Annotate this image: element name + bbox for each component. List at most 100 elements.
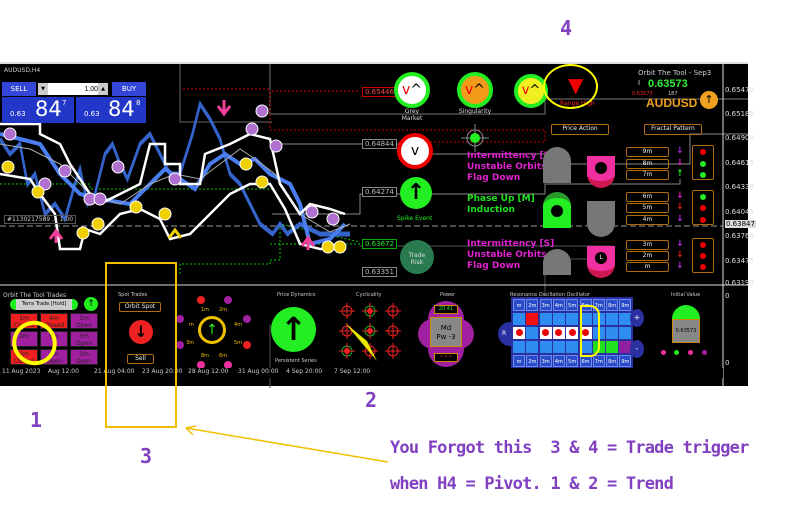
oscillator-cell[interactable] [579, 313, 592, 325]
orbit-spot-button[interactable]: Orbit Spot [119, 302, 161, 312]
price-action-button[interactable]: Price Action [551, 124, 609, 135]
trend-arrow-icon: ↓ [676, 191, 684, 201]
dot-box [692, 190, 714, 225]
timeframe-box[interactable]: 5m [626, 203, 669, 213]
trend-arrow-icon: ↓ [676, 261, 684, 271]
spike-event-icon[interactable]: ↑ [400, 177, 432, 209]
sell-spot-button[interactable]: Sell [127, 354, 154, 364]
oscillator-cell[interactable] [619, 327, 632, 339]
dial-dot [224, 296, 232, 304]
timeframe-box[interactable]: 4m [626, 215, 669, 225]
timeframe-box[interactable]: 3m [626, 240, 669, 250]
oscillator-column-label: 2m [526, 355, 539, 367]
oscillator-cell[interactable] [579, 327, 592, 339]
oscillator-cell[interactable] [606, 327, 619, 339]
subwindow-axis-label: 0 [725, 359, 730, 367]
oscillator-cell[interactable] [513, 313, 525, 325]
power-mid: Md [440, 324, 452, 332]
trade-cell[interactable]: 2m [10, 331, 38, 347]
spot-trades-title: Spot Trades [118, 292, 148, 298]
grey-market-gauge[interactable]: v^ [394, 72, 430, 108]
dial-dot [243, 341, 251, 349]
oscillator-plus-button[interactable]: + [630, 309, 644, 327]
persistent-up-icon: ↑ [271, 307, 316, 352]
pink-block: L [587, 246, 615, 278]
lot-size-input[interactable] [48, 83, 98, 95]
chart-window[interactable]: AUDUSD,H4 SELL ▼ ▲ BUY 0.63 84 7 0.63 84… [0, 62, 756, 388]
trade-mode-toggle[interactable]: Terra Trade [Hold] [10, 299, 78, 310]
lot-decrease-button[interactable]: ▼ [38, 83, 48, 95]
oscillator-cell[interactable] [566, 327, 579, 339]
trend-arrow-icon: ↓ [676, 146, 684, 156]
timeframe-box[interactable]: m [626, 262, 669, 272]
timeframe-box[interactable]: 2m [626, 251, 669, 261]
oscillator-cell[interactable] [552, 341, 565, 353]
oscillator-cell[interactable] [619, 313, 632, 325]
dial-label: 5m [234, 340, 243, 346]
trade-risk-gear[interactable]: Trade Risk [400, 240, 434, 274]
oscillator-column-label: 3m [539, 299, 552, 311]
oscillator-cell[interactable] [606, 341, 619, 353]
oscillator-cell[interactable] [539, 327, 552, 339]
buy-button[interactable]: BUY [112, 82, 146, 96]
time-axis-label: 23 Aug 20:00 [142, 368, 183, 375]
oscillator-title: Resonance Oscillation Oscillator [510, 292, 591, 298]
trend-arrow-icon: ↓ [676, 239, 684, 249]
status-line: Induction [467, 205, 515, 215]
status-line: Intermittency [L] [467, 151, 554, 161]
trend-arrow-icon: ↓ [676, 214, 684, 224]
up-arrow-icon: ↑ [700, 91, 718, 109]
oscillator-column-label: 5m [566, 299, 579, 311]
oscillator-cell[interactable] [552, 313, 565, 325]
oscillator-cell[interactable] [619, 341, 632, 353]
time-axis-label: 31 Aug 00:00 [238, 368, 279, 375]
oscillator-cell[interactable] [513, 341, 525, 353]
lot-increase-button[interactable]: ▲ [98, 83, 108, 95]
order-line-label[interactable]: #1130217589 ... 1.00 [4, 215, 77, 224]
singularity-gauge[interactable]: v^ [457, 72, 493, 108]
oscillator-cell[interactable] [539, 313, 552, 325]
status-dot [700, 161, 706, 167]
oscillator-cell[interactable] [526, 341, 539, 353]
power-value: 20.41 [434, 305, 458, 314]
singularity-label: Singularity [458, 108, 492, 115]
status-dot [700, 205, 706, 211]
sell-button[interactable]: SELL [2, 82, 36, 96]
oscillator-cell[interactable] [526, 313, 539, 325]
dial-dot [176, 315, 184, 323]
sell-price-big: 84 [35, 97, 62, 121]
oscillator-minus-button[interactable]: - [630, 340, 644, 358]
timeframe-box[interactable]: 9m [626, 147, 669, 157]
oscillator-cell[interactable] [539, 341, 552, 353]
timeframe-box[interactable]: 8m [626, 159, 669, 169]
oscillator-cell[interactable] [566, 341, 579, 353]
dial-dot [243, 315, 251, 323]
orbit-markers [1, 100, 347, 254]
trend-arrow-icon: ↓ [676, 158, 684, 168]
trade-cell[interactable]: 6m [40, 331, 68, 347]
dial-label: 2m [219, 307, 228, 313]
direction-gauge[interactable]: v [397, 133, 433, 169]
buy-price[interactable]: 0.63 84 8 [76, 97, 146, 123]
oscillator-cell[interactable] [606, 313, 619, 325]
timeframe-box[interactable]: 6m [626, 192, 669, 202]
oscillator-cell[interactable] [552, 327, 565, 339]
oscillator-cell[interactable] [526, 327, 539, 339]
fractal-pattern-button[interactable]: Fractal Pattern [644, 124, 702, 135]
oscillator-cell[interactable] [513, 327, 525, 339]
sell-price[interactable]: 0.63 84 7 [2, 97, 74, 123]
trade-cell-timeframe: 3m [79, 333, 89, 340]
timeframe-box[interactable]: 7m [626, 170, 669, 180]
oscillator-cell[interactable] [566, 313, 579, 325]
dot-box [692, 238, 714, 273]
